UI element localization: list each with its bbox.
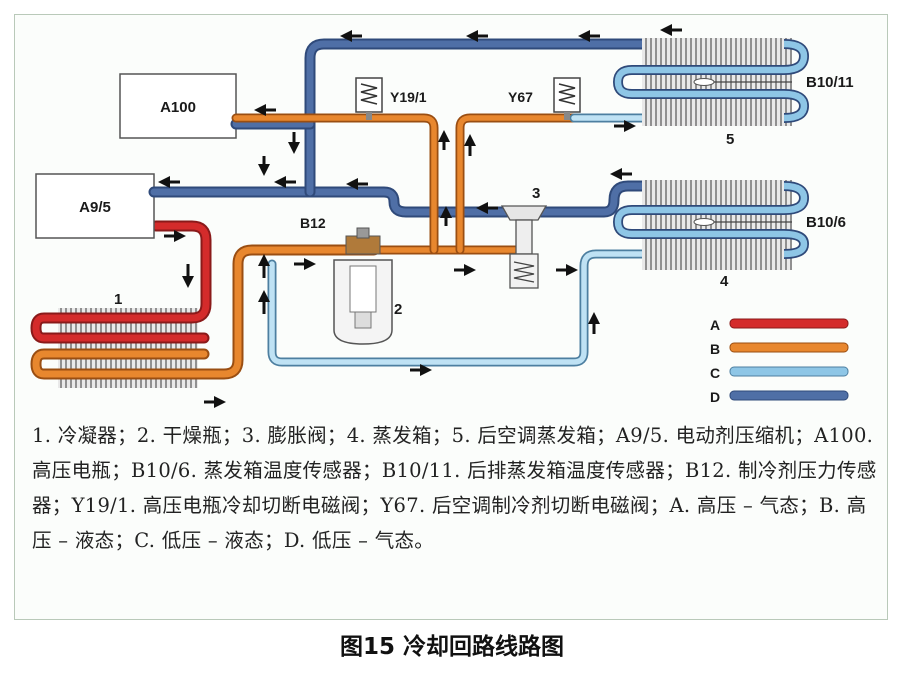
rear-evaporator-number: 5 <box>726 131 734 148</box>
expansion-valve-number: 3 <box>532 185 540 202</box>
battery-a100: A100 <box>119 73 237 139</box>
legend-key-b: B <box>710 341 720 357</box>
y19-1-label: Y19/1 <box>390 89 427 105</box>
battery-label: A100 <box>160 99 196 116</box>
condenser <box>30 220 380 388</box>
cooling-circuit-diagram: A9/5 A100 5 B10/11 <box>30 24 854 408</box>
flow-arrows <box>158 24 682 408</box>
drier-number: 2 <box>394 301 402 318</box>
legend-item-d: D <box>710 389 849 405</box>
drier-bottle: B12 2 <box>300 215 402 345</box>
compressor-label: A9/5 <box>79 199 111 216</box>
evaporator: 4 B10/6 <box>612 180 846 290</box>
legend-key-c: C <box>710 365 720 381</box>
y67-label: Y67 <box>508 89 533 105</box>
expansion-valve: 3 <box>500 185 548 289</box>
b12-label: B12 <box>300 215 326 231</box>
high-pressure-liquid-lines <box>231 113 631 255</box>
legend-item-a: A <box>710 317 849 333</box>
b10-11-label: B10/11 <box>806 74 854 91</box>
legend-item-c: C <box>710 365 849 381</box>
legend-key-d: D <box>710 389 720 405</box>
rear-evaporator: 5 B10/11 <box>612 38 854 148</box>
figure-title: 图15 冷却回路线路图 <box>339 634 564 660</box>
b10-6-label: B10/6 <box>806 214 846 231</box>
condenser-number: 1 <box>114 291 122 308</box>
legend-key-a: A <box>710 317 720 333</box>
legend: A B C D <box>710 317 849 405</box>
figure-caption: 1. 冷凝器；2. 干燥瓶；3. 膨胀阀；4. 蒸发箱；5. 后空调蒸发箱；A9… <box>32 424 877 552</box>
solenoid-valve-y67: Y67 <box>508 77 581 120</box>
solenoid-valve-y19-1: Y19/1 <box>355 77 427 120</box>
legend-item-b: B <box>710 341 849 357</box>
evaporator-number: 4 <box>720 273 729 290</box>
compressor-a9-5: A9/5 <box>35 173 155 239</box>
